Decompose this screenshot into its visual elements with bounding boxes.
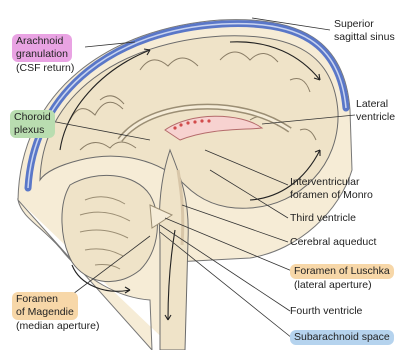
label-foramen-of-magendie: Foramen of Magendie (median aperture) (12, 292, 99, 333)
subarachnoid-highlight: Subarachnoid space (290, 330, 394, 345)
label-arachnoid-granulation: Arachnoid granulation (CSF return) (12, 34, 74, 75)
label-foramen-of-luschka: Foramen of Luschka (lateral aperture) (290, 264, 394, 292)
label-subarachnoid-space: Subarachnoid space (290, 330, 394, 345)
label-cerebral-aqueduct: Cerebral aqueduct (290, 236, 376, 249)
label-fourth-ventricle: Fourth ventricle (290, 305, 362, 318)
label-choroid-plexus: Choroid plexus (10, 110, 55, 138)
label-lateral-ventricle: Lateral ventricle (356, 98, 395, 124)
magendie-highlight: Foramen of Magendie (12, 292, 78, 320)
label-interventricular-foramen: Interventricular foramen of Monro (290, 176, 373, 202)
label-superior-sagittal-sinus: Superior sagittal sinus (334, 18, 395, 44)
arachnoid-highlight: Arachnoid granulation (12, 34, 72, 62)
label-third-ventricle: Third ventricle (290, 212, 356, 225)
luschka-highlight: Foramen of Luschka (290, 264, 394, 279)
choroid-highlight: Choroid plexus (10, 110, 55, 138)
